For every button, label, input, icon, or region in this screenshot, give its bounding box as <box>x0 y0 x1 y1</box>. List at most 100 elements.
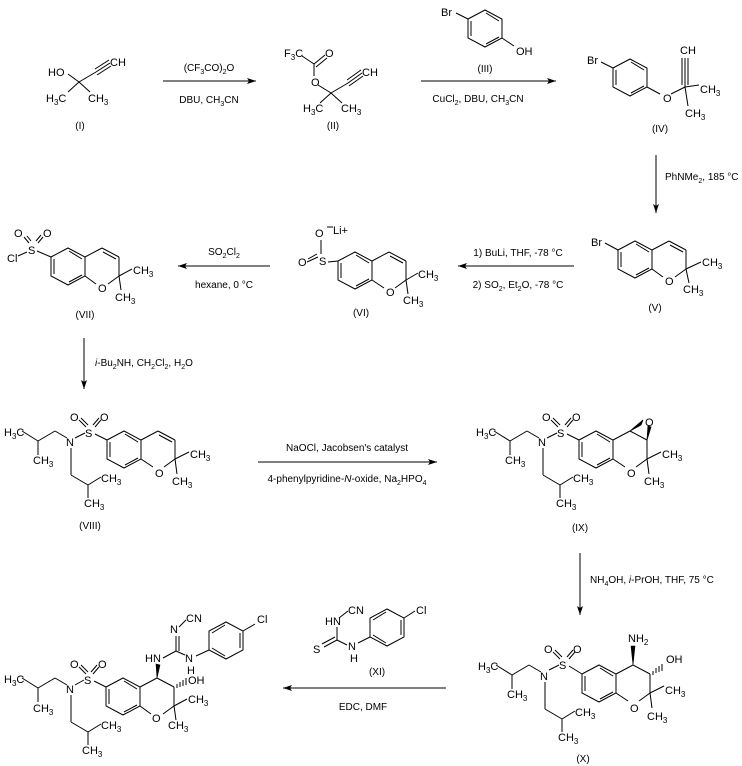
compound-label: (VIII) <box>79 521 101 532</box>
atom-label: H <box>350 653 358 665</box>
atom-label: O <box>43 228 52 240</box>
atom-label: CH <box>110 57 126 69</box>
atom-label: CH3 <box>644 476 665 490</box>
condition-above: 1) BuLi, THF, -78 °C <box>473 248 562 259</box>
atom-label: HN <box>325 616 341 628</box>
condition-side: PhNMe2, 185 °C <box>665 172 739 185</box>
atom-label: N <box>66 684 74 696</box>
condition-side: NH4OH, i-PrOH, THF, 75 °C <box>590 575 714 588</box>
atom-label: CH3 <box>82 745 103 759</box>
atom-label: H3C <box>4 674 24 688</box>
atom-label: O <box>573 644 582 656</box>
condition-below: 4-phenylpyridine-N-oxide, Na2HPO4 <box>267 474 426 487</box>
compound-II: F3C O O CH H3C CH3 (II) <box>284 48 378 132</box>
atom-label: O <box>14 228 23 240</box>
atom-label: S <box>557 428 564 440</box>
compound-VIII: H3C CH3 N O O S CH3 CH3 O CH3 CH3 <box>4 412 211 532</box>
atom-label: CH3 <box>33 703 54 717</box>
reaction-arrow-9: EDC, DMF <box>283 685 446 713</box>
atom-label: H <box>187 665 195 677</box>
compound-final-product: H3C CH3 N O O S CH3 CH3 HN N CN N H Cl O… <box>4 613 267 759</box>
atom-label: CN <box>348 605 364 617</box>
reaction-arrow-2: CuCl2, DBU, CH3CN <box>421 78 556 107</box>
atom-label: O <box>152 713 161 725</box>
atom-label: CH3 <box>505 455 526 469</box>
atom-label: O <box>325 48 334 60</box>
atom-label: S <box>559 660 566 672</box>
compound-label: (X) <box>576 754 589 765</box>
atom-label: OH <box>188 675 205 687</box>
compound-label: (VII) <box>76 310 95 321</box>
compound-label: (II) <box>327 121 339 132</box>
compound-label: (III) <box>478 64 493 75</box>
compound-V: Br O CH3 CH3 (V) <box>591 237 723 314</box>
atom-label: CH3 <box>188 694 209 708</box>
atom-label: CH3 <box>403 295 424 309</box>
atom-label: O <box>298 257 307 269</box>
atom-label: O <box>315 228 324 240</box>
compound-label: (V) <box>648 303 661 314</box>
atom-label: F3C <box>284 48 303 62</box>
compound-label: (XI) <box>369 667 385 678</box>
atom-label: Br <box>591 237 602 249</box>
atom-label: H3C <box>46 93 66 107</box>
compound-label: (I) <box>75 121 84 132</box>
atom-label: CH3 <box>84 498 105 512</box>
atom-label: H3C <box>478 661 498 675</box>
atom-label: S <box>313 644 320 656</box>
atom-label: N <box>348 641 356 653</box>
reaction-arrow-5: SO2Cl2 hexane, 0 °C <box>178 247 270 291</box>
reaction-arrow-8: NH4OH, i-PrOH, THF, 75 °C <box>577 553 714 615</box>
atom-label: CH3 <box>172 476 193 490</box>
atom-label: CH3 <box>683 284 704 298</box>
atom-label: O <box>100 412 109 424</box>
compound-label: (IX) <box>572 523 588 534</box>
atom-label: O <box>663 93 672 105</box>
atom-label: O <box>98 283 107 295</box>
condition-above: NaOCl, Jacobsen's catalyst <box>286 443 408 454</box>
atom-label: NH2 <box>628 633 649 647</box>
compound-label: (IV) <box>652 124 668 135</box>
atom-label: CH3 <box>341 103 362 117</box>
reaction-arrow-7: NaOCl, Jacobsen's catalyst 4-phenylpyrid… <box>258 443 437 487</box>
condition-side: i-Bu2NH, CH2Cl2, H2O <box>95 358 193 371</box>
atom-label: O <box>70 412 79 424</box>
atom-label: CH3 <box>33 455 54 469</box>
atom-label: HO <box>48 67 65 79</box>
atom-label: S <box>84 675 91 687</box>
condition-below: EDC, DMF <box>339 702 387 713</box>
atom-label: O <box>665 276 674 288</box>
atom-label: O <box>386 287 395 299</box>
atom-label: N <box>170 624 178 636</box>
atom-label: CH3 <box>507 689 528 703</box>
atom-label: CH3 <box>662 449 683 463</box>
atom-label: CH3 <box>665 685 686 699</box>
reaction-arrow-3: PhNMe2, 185 °C <box>653 155 739 213</box>
compound-VI: O Li+ S O O CH3 CH3 (VI) <box>298 225 439 319</box>
compound-X: H3C CH3 N O O S CH3 CH3 NH2 OH O CH3 CH3 <box>478 633 686 765</box>
atom-label: CH3 <box>418 269 439 283</box>
atom-label: CH3 <box>558 732 579 746</box>
compound-label: (VI) <box>353 308 369 319</box>
reaction-arrow-6: i-Bu2NH, CH2Cl2, H2O <box>81 338 193 389</box>
atom-label: CH3 <box>168 720 189 734</box>
atom-label: H3C <box>476 427 496 441</box>
atom-label: CH3 <box>700 84 721 98</box>
atom-label: Br <box>441 7 452 19</box>
condition-below: DBU, CH3CN <box>179 95 238 108</box>
atom-label: CH3 <box>573 473 594 487</box>
compound-IV: Br O CH CH3 CH3 (IV) <box>587 45 721 135</box>
reaction-arrow-1: (CF3CO)2O DBU, CH3CN <box>163 63 256 108</box>
atom-label: O <box>627 468 636 480</box>
atom-label: O <box>645 417 654 429</box>
atom-label: O <box>630 703 639 715</box>
atom-label: CH3 <box>702 257 723 271</box>
atom-label: S <box>85 428 92 440</box>
atom-label: N <box>66 437 74 449</box>
atom-label: CH3 <box>88 93 109 107</box>
atom-label: N <box>185 653 193 665</box>
atom-label: S <box>319 256 326 268</box>
atom-label: Li+ <box>333 225 348 237</box>
atom-label: CH3 <box>575 707 596 721</box>
